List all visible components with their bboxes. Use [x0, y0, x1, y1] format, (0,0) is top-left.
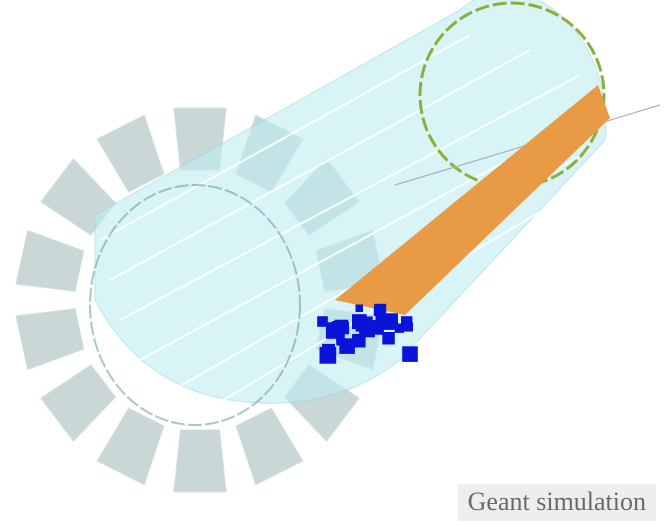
hit-cell — [355, 304, 363, 312]
hit-cell — [339, 338, 355, 354]
fin-panel — [39, 363, 117, 443]
hit-cell — [394, 323, 404, 333]
fin-panel — [173, 429, 227, 493]
fin-panel — [15, 307, 85, 371]
fin-panel — [235, 407, 304, 486]
hit-cell — [364, 316, 373, 325]
hit-cell — [382, 332, 395, 345]
cylinder-body — [94, 0, 607, 404]
fin-panel — [96, 114, 165, 193]
hit-cluster — [317, 303, 418, 364]
detector-cylinder — [94, 0, 607, 404]
hit-cell — [317, 316, 328, 327]
shower-core — [335, 85, 610, 315]
simulation-caption: Geant simulation — [457, 483, 656, 521]
cylinder-rib — [99, 34, 471, 241]
hit-cell — [322, 346, 332, 356]
fin-panel — [96, 407, 165, 486]
near-end-cap — [89, 184, 301, 426]
hit-cell — [375, 314, 385, 323]
hit-cell — [334, 319, 349, 334]
hit-cell — [373, 306, 383, 316]
hit-cell — [381, 313, 398, 330]
hit-cell — [352, 334, 366, 348]
fin-panel — [15, 229, 85, 293]
hit-cell — [355, 322, 366, 332]
cylinder-rib — [109, 49, 531, 281]
hit-cell — [402, 346, 418, 362]
cylinder-rib — [119, 74, 581, 321]
hit-cell — [401, 316, 413, 328]
